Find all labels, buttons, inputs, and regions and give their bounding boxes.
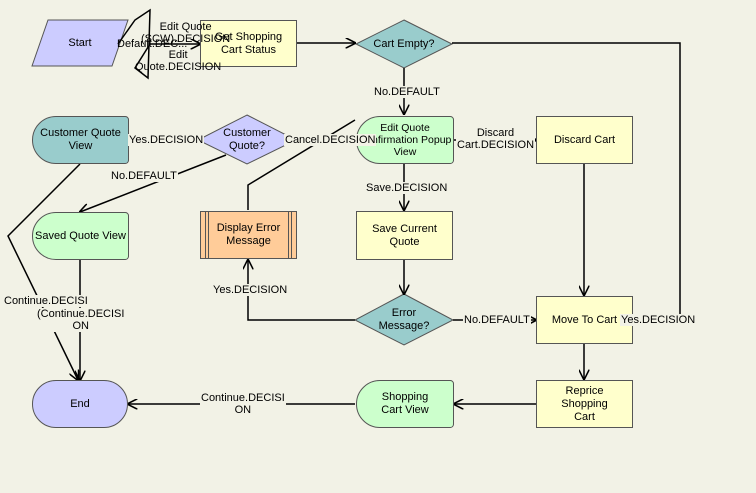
edge-label-cancel: Cancel.DECISION (284, 134, 377, 146)
edge-empty-yes (452, 42, 681, 320)
display-error-message-node[interactable]: Display Error Message (200, 211, 297, 259)
start-shape[interactable] (31, 19, 129, 67)
edge-label-err-no: No.DEFAULT (463, 314, 531, 326)
shopping-cart-view-node[interactable]: Shopping Cart View (356, 380, 454, 428)
edge-cq-no (80, 154, 227, 212)
customer-quote-diamond[interactable] (196, 114, 298, 165)
saved-quote-view-node[interactable]: Saved Quote View (32, 212, 129, 260)
edge-cqv-end (7, 163, 81, 380)
connector-lines (7, 8, 681, 404)
edge-label-empty-no: No.DEFAULT (373, 86, 441, 98)
reprice-shopping-cart-node[interactable]: Reprice Shopping Cart (536, 380, 633, 428)
edge-label-discard: Discard Cart.DECISION (456, 127, 536, 151)
move-to-cart-node[interactable]: Move To Cart (536, 296, 633, 344)
edge-label-start-edit: Edit Quote.DECISION (135, 49, 222, 73)
edge-label-empty-yes: Yes.DECISION (620, 314, 697, 326)
edge-label-cqv-continue: Continue.DECISI (3, 295, 89, 307)
edge-label-start-default: Default.DEC... (117, 38, 188, 50)
edge-label-err-yes: Yes.DECISION (212, 284, 289, 296)
error-message-diamond[interactable] (353, 293, 455, 346)
end-node[interactable]: End (32, 380, 128, 428)
right-subprocess-bar (288, 212, 292, 258)
error-message-label: Error Message? (378, 307, 430, 332)
edge-label-cq-no: No.DEFAULT (110, 170, 178, 182)
edge-error-yes (248, 260, 355, 321)
get-shopping-cart-status-node[interactable]: Get Shopping Cart Status (200, 20, 297, 67)
edge-start-to-status (117, 8, 200, 80)
start-label: Start (68, 36, 92, 49)
edge-label-sqv-continue: (Continue.DECISI ON (36, 308, 126, 332)
customer-quote-label: Customer Quote? (223, 127, 271, 152)
discard-cart-node[interactable]: Discard Cart (536, 116, 633, 164)
cart-empty-label: Cart Empty? (373, 37, 435, 50)
edge-label-cq-yes: Yes.DECISION (128, 134, 205, 146)
display-error-message-label: Display Error Message (216, 222, 281, 247)
left-subprocess-bar (205, 212, 209, 258)
edge-label-start-edit-scw: Edit Quote (SCW).DECISION (141, 21, 231, 45)
edge-label-save: Save.DECISION (365, 182, 449, 194)
save-current-quote-node[interactable]: Save Current Quote (356, 211, 453, 260)
edge-label-scv-continue: Continue.DECISI ON (200, 392, 286, 416)
customer-quote-view-node[interactable]: Customer Quote View (32, 116, 129, 164)
